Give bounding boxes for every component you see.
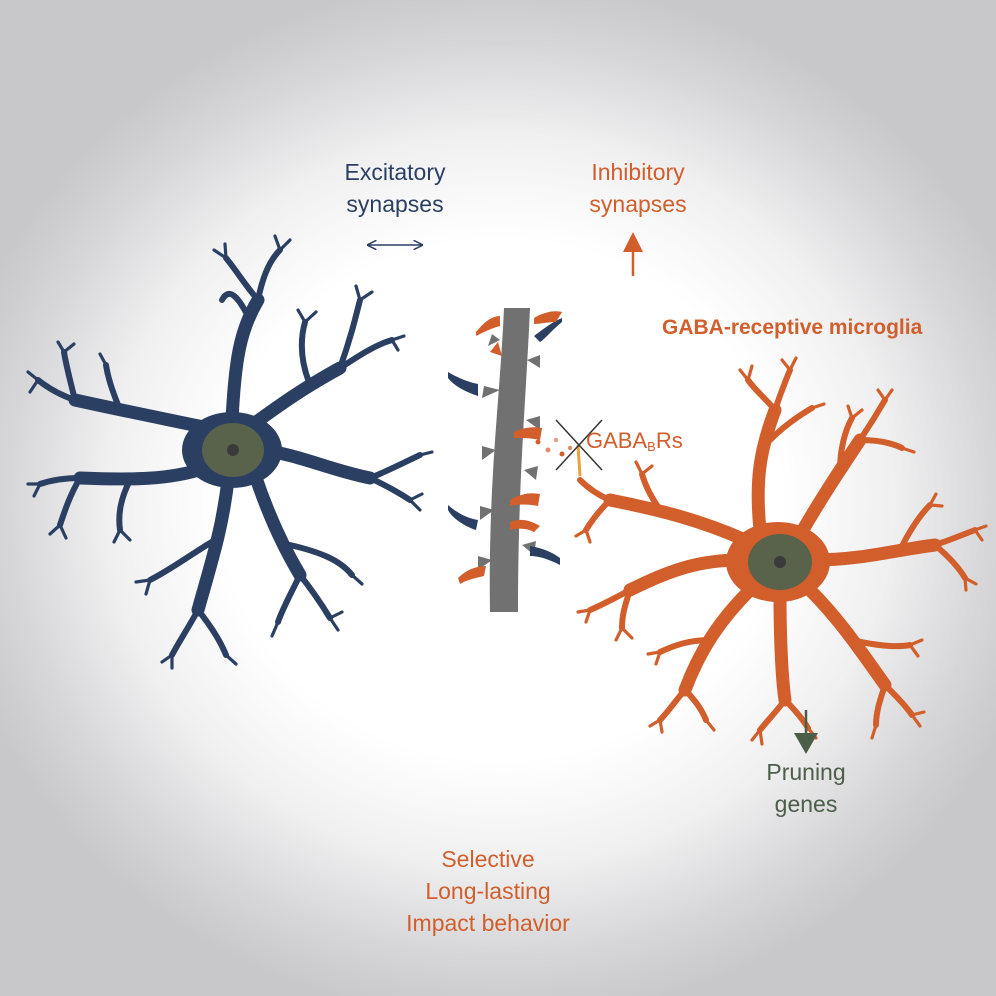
gaba-particles (535, 437, 573, 457)
x-cross-icon (555, 419, 603, 471)
receptor-label-suffix: Rs (655, 428, 683, 453)
pruning-label-line1: Pruning (766, 759, 846, 785)
inhibitory-label-line1: Inhibitory (591, 159, 685, 185)
inhibitory-boutons (458, 311, 562, 584)
outcome-selective: Selective (441, 846, 535, 872)
dendrite-spines (478, 334, 540, 570)
pruning-genes-label: Pruning genes (750, 756, 862, 820)
outcome-list: Selective Long-lasting Impact behavior (388, 843, 588, 939)
up-arrow-icon (623, 232, 643, 276)
navy-cell-nucleolus (227, 444, 239, 456)
outcome-impact-behavior: Impact behavior (406, 910, 570, 936)
receptor-label-sub: B (647, 439, 656, 454)
inhibitory-synapses-label: Inhibitory synapses (573, 156, 703, 220)
excitatory-synapses-label: Excitatory synapses (330, 156, 460, 220)
excitatory-label-line2: synapses (346, 191, 444, 217)
excitatory-boutons (448, 318, 562, 565)
down-arrow-icon (794, 710, 818, 754)
gaba-receptive-microglia-cell (574, 356, 988, 746)
orange-cell-nucleolus (774, 556, 786, 568)
receptor-label-main: GABA (586, 428, 648, 453)
gaba-b-receptors-label: GABABRs (586, 425, 683, 463)
pruning-label-line2: genes (774, 791, 838, 817)
dendrite-shaft (489, 308, 530, 612)
outcome-long-lasting: Long-lasting (425, 878, 551, 904)
gaba-b-receptor (576, 444, 582, 477)
inhibitory-label-line2: synapses (589, 191, 687, 217)
excitatory-label-line1: Excitatory (344, 159, 446, 185)
microglia-title: GABA-receptive microglia (662, 316, 923, 339)
